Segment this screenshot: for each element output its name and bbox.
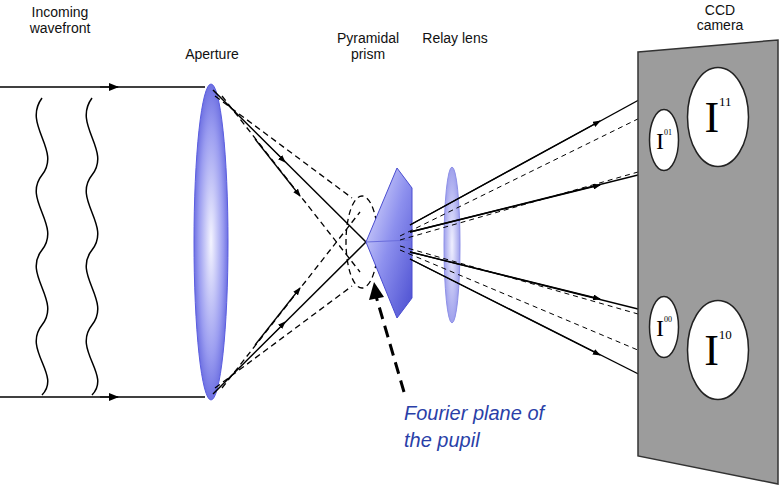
pupil-ellipse [648, 295, 680, 359]
intensity-letter: I [704, 93, 719, 142]
intensity-pupil-image: I11 [686, 66, 750, 168]
part-label: Incoming wavefront [0, 4, 120, 36]
intensity-pupil-image: I01 [648, 108, 680, 172]
quadrant-index: 01 [664, 128, 672, 137]
intensity-letter: I [656, 315, 664, 341]
intensity-pupil-image: I00 [648, 295, 680, 359]
intensity-letter: I [656, 128, 664, 154]
part-label: Pyramidal prism [318, 30, 418, 62]
intensity-letter: I [704, 326, 719, 375]
part-label: Relay lens [420, 30, 490, 46]
intensity-symbol: I00 [656, 315, 672, 340]
quadrant-index: 11 [719, 94, 732, 109]
camera-heading: CCD camera [687, 3, 753, 33]
intensity-symbol: I11 [704, 94, 731, 140]
intensity-symbol: I10 [704, 327, 732, 373]
quadrant-index: 00 [664, 315, 672, 324]
ccd-camera-panel: CCD cameraI11I01I00I10 [637, 0, 779, 485]
part-label: Aperture [172, 46, 252, 62]
quadrant-index: 10 [719, 327, 732, 342]
intensity-symbol: I01 [656, 128, 672, 153]
pupil-ellipse [648, 108, 680, 172]
fourier-plane-note: Fourier plane of the pupil [404, 400, 554, 454]
intensity-pupil-image: I10 [686, 299, 750, 401]
